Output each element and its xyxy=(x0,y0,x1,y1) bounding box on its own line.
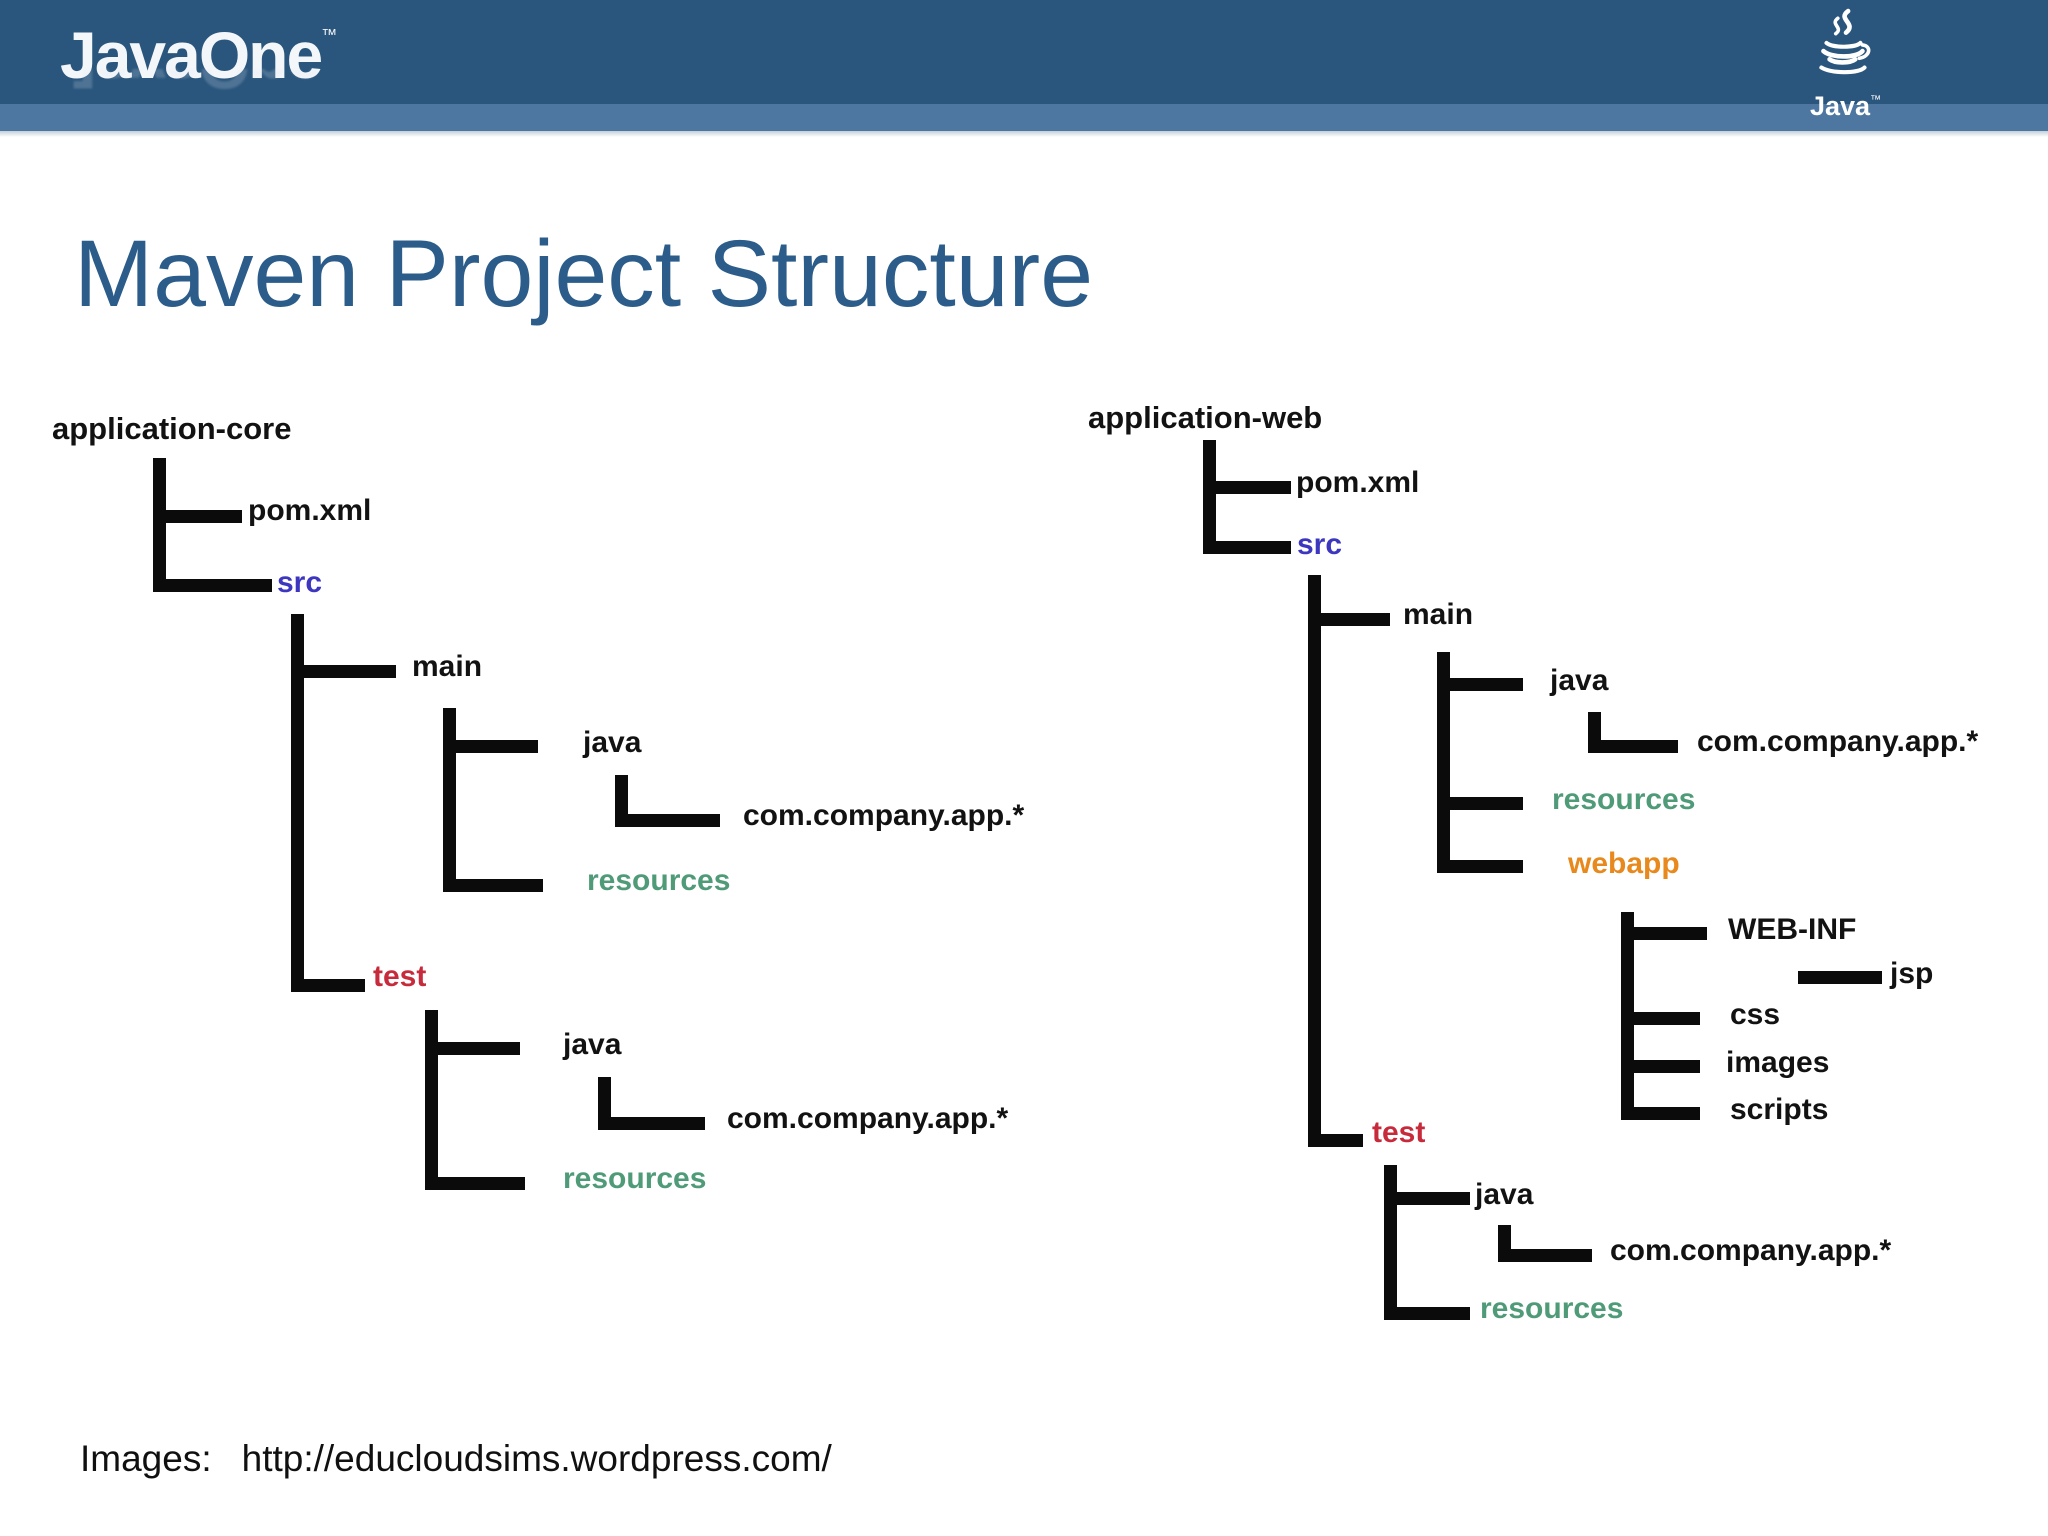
node-src: src xyxy=(1297,528,1343,561)
node-test-java: java xyxy=(563,1028,622,1061)
node-test-package: com.company.app.* xyxy=(727,1102,1009,1135)
node-jsp: jsp xyxy=(1890,957,1934,990)
tree-line xyxy=(1384,1307,1470,1320)
java-cup-icon xyxy=(1819,8,1871,75)
tree-line xyxy=(1621,1107,1700,1120)
tree-line xyxy=(1308,613,1390,626)
tree-line xyxy=(291,665,396,678)
tree-line xyxy=(425,1042,520,1055)
tree-line xyxy=(443,708,456,892)
tree-line xyxy=(443,740,538,753)
header-dark-band xyxy=(0,0,2048,104)
node-application-core: application-core xyxy=(52,411,292,446)
tree-line xyxy=(1437,678,1523,691)
tree-line xyxy=(1437,797,1523,810)
node-css: css xyxy=(1730,998,1781,1031)
java-logo-word: Java™ xyxy=(1810,91,1882,121)
tree-line xyxy=(153,510,242,523)
tree-line xyxy=(598,1077,611,1130)
tree-line xyxy=(1203,541,1291,554)
tree-line xyxy=(1798,971,1882,984)
tree-line xyxy=(425,1177,525,1190)
tree-line xyxy=(291,979,365,992)
node-pom-xml: pom.xml xyxy=(1296,466,1420,499)
javaone-trademark: ™ xyxy=(321,27,338,44)
node-test-package: com.company.app.* xyxy=(1610,1234,1892,1267)
node-main: main xyxy=(412,650,483,683)
node-main-resources: resources xyxy=(587,864,731,897)
node-webapp: webapp xyxy=(1568,847,1680,880)
tree-line xyxy=(1384,1192,1470,1205)
node-test: test xyxy=(373,960,427,993)
tree-line xyxy=(1203,481,1291,494)
javaone-logo-reflection: JavaOne xyxy=(60,69,321,99)
node-main-java: java xyxy=(583,726,642,759)
javaone-logo-text: JavaOne xyxy=(60,18,323,92)
header-fade-edge xyxy=(0,131,2048,137)
tree-line xyxy=(1437,860,1523,873)
node-application-web: application-web xyxy=(1088,400,1323,435)
tree-line xyxy=(1308,575,1321,1147)
tree-line xyxy=(615,814,720,827)
javaone-logo: JavaOne™ xyxy=(60,22,337,88)
node-src: src xyxy=(277,566,323,599)
header-light-band xyxy=(0,104,2048,131)
tree-line xyxy=(1203,440,1216,554)
node-main-java: java xyxy=(1550,664,1609,697)
image-credit-label: Images: xyxy=(80,1438,212,1479)
tree-line xyxy=(1621,1012,1700,1025)
tree-line xyxy=(1308,1134,1363,1147)
node-pom-xml: pom.xml xyxy=(248,494,372,527)
tree-line xyxy=(1588,740,1678,753)
node-main-resources: resources xyxy=(1552,783,1696,816)
tree-line xyxy=(1384,1165,1397,1320)
image-credit: Images: http://educloudsims.wordpress.com… xyxy=(80,1438,832,1480)
tree-line xyxy=(1621,927,1707,940)
node-test-resources: resources xyxy=(1480,1292,1624,1325)
node-test: test xyxy=(1372,1116,1426,1149)
tree-line xyxy=(1437,652,1450,873)
java-trademark: ™ xyxy=(1870,94,1882,106)
node-test-java: java xyxy=(1475,1178,1534,1211)
node-main-package: com.company.app.* xyxy=(1697,725,1979,758)
tree-line xyxy=(598,1117,705,1130)
tree-line xyxy=(153,458,166,592)
page-title: Maven Project Structure xyxy=(74,221,1094,327)
tree-line xyxy=(291,614,304,992)
node-web-inf: WEB-INF xyxy=(1728,913,1857,946)
java-logo: Java™ xyxy=(1810,8,1882,121)
node-test-resources: resources xyxy=(563,1162,707,1195)
node-scripts: scripts xyxy=(1730,1093,1829,1126)
image-credit-url: http://educloudsims.wordpress.com/ xyxy=(241,1438,832,1479)
tree-line xyxy=(443,879,543,892)
tree-line xyxy=(1621,1060,1700,1073)
node-main: main xyxy=(1403,598,1474,631)
tree-line xyxy=(425,1010,438,1190)
header-bar: JavaOne™ JavaOne Java™ xyxy=(0,0,2048,137)
tree-line xyxy=(1498,1249,1592,1262)
tree-line xyxy=(153,579,272,592)
node-main-package: com.company.app.* xyxy=(743,799,1025,832)
node-images: images xyxy=(1726,1046,1830,1079)
